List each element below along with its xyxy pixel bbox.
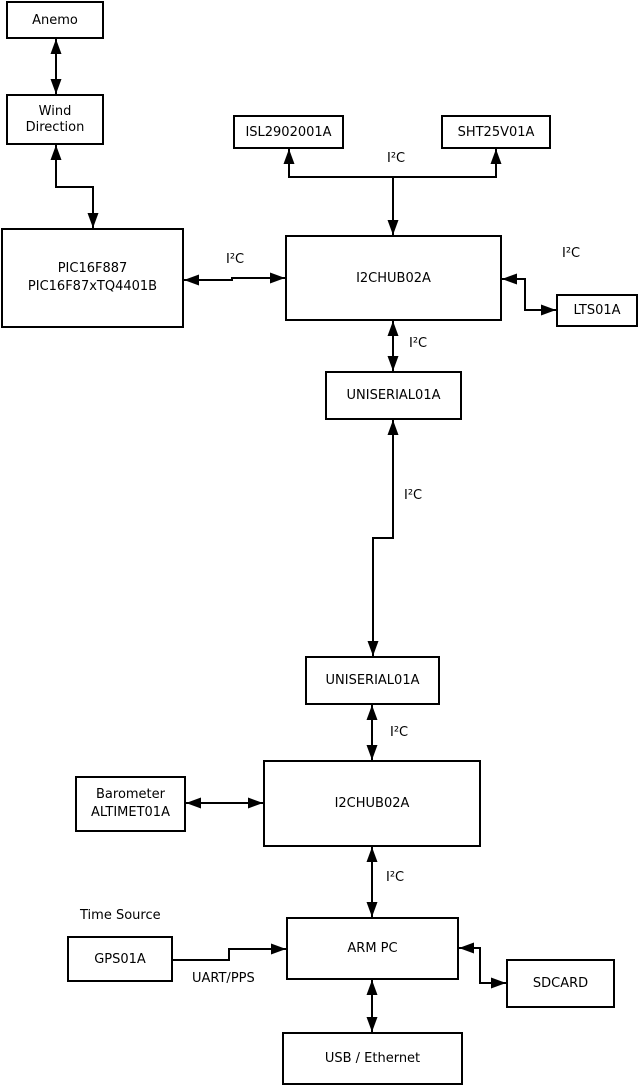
edge-label-i2c-hub1-lts: I²C xyxy=(562,246,581,261)
node-barometer-label-line1: Barometer xyxy=(96,787,165,802)
edge-label-i2c-hub2-arm: I²C xyxy=(386,870,405,885)
node-uniserial01a-upper-label: UNISERIAL01A xyxy=(346,388,441,403)
node-wind-direction-label-line1: Wind xyxy=(38,103,72,119)
node-i2chub02a-upper-label: I2CHUB02A xyxy=(356,270,431,286)
node-pic16f887-label-line2: PIC16F87xTQ4401B xyxy=(27,279,158,294)
node-uniserial01a-lower-label: UNISERIAL01A xyxy=(325,673,420,688)
edge-label-uart-pps: UART/PPS xyxy=(192,971,255,986)
node-arm-pc-label: ARM PC xyxy=(347,941,398,956)
node-wind-direction-label-line2: Direction xyxy=(25,119,85,135)
node-i2chub02a-upper: I2CHUB02A xyxy=(285,235,502,321)
node-sht25v01a: SHT25V01A xyxy=(441,115,551,149)
node-uniserial01a-upper: UNISERIAL01A xyxy=(325,371,462,420)
node-lts01a-label: LTS01A xyxy=(573,303,621,318)
node-sdcard: SDCARD xyxy=(506,959,615,1008)
node-isl2902001a-label: ISL2902001A xyxy=(245,124,332,140)
label-time-source: Time Source xyxy=(80,908,161,923)
edge-label-i2c-pic-hub1: I²C xyxy=(226,252,245,267)
node-sdcard-label: SDCARD xyxy=(532,976,589,991)
node-pic16f887: PIC16F887 PIC16F87xTQ4401B xyxy=(1,228,184,328)
node-gps01a-label: GPS01A xyxy=(94,951,146,967)
node-usb-ethernet-label: USB / Ethernet xyxy=(324,1051,421,1066)
node-lts01a: LTS01A xyxy=(556,294,638,327)
node-anemo: Anemo xyxy=(6,1,104,39)
connector-gps-arm xyxy=(173,943,286,961)
connector-uniserial1-uniserial2 xyxy=(367,420,399,656)
node-uniserial01a-lower: UNISERIAL01A xyxy=(305,656,440,705)
node-isl2902001a: ISL2902001A xyxy=(233,115,344,149)
connector-pic-hub1 xyxy=(184,272,285,286)
edge-label-i2c-uniserial-link: I²C xyxy=(404,488,423,503)
node-usb-ethernet: USB / Ethernet xyxy=(282,1032,463,1085)
edge-label-i2c-uniserial2-hub2: I²C xyxy=(390,725,409,740)
connector-arm-sdcard xyxy=(459,942,506,989)
node-sht25v01a-label: SHT25V01A xyxy=(457,124,535,140)
node-pic16f887-label-line1: PIC16F887 xyxy=(57,261,128,276)
node-i2chub02a-lower: I2CHUB02A xyxy=(263,760,481,847)
node-barometer-altimet01a: Barometer ALTIMET01A xyxy=(75,776,186,832)
connector-hub1-lts xyxy=(502,273,556,316)
node-wind-direction: Wind Direction xyxy=(6,94,104,145)
node-i2chub02a-lower-label: I2CHUB02A xyxy=(334,796,410,811)
connector-wind-pic xyxy=(50,145,99,228)
node-anemo-label: Anemo xyxy=(32,12,78,28)
node-gps01a: GPS01A xyxy=(67,936,173,982)
edge-label-i2c-bus-top: I²C xyxy=(387,151,406,166)
node-arm-pc: ARM PC xyxy=(286,917,459,980)
node-barometer-label-line2: ALTIMET01A xyxy=(91,805,170,820)
edge-label-i2c-hub1-uniserial1: I²C xyxy=(409,336,428,351)
